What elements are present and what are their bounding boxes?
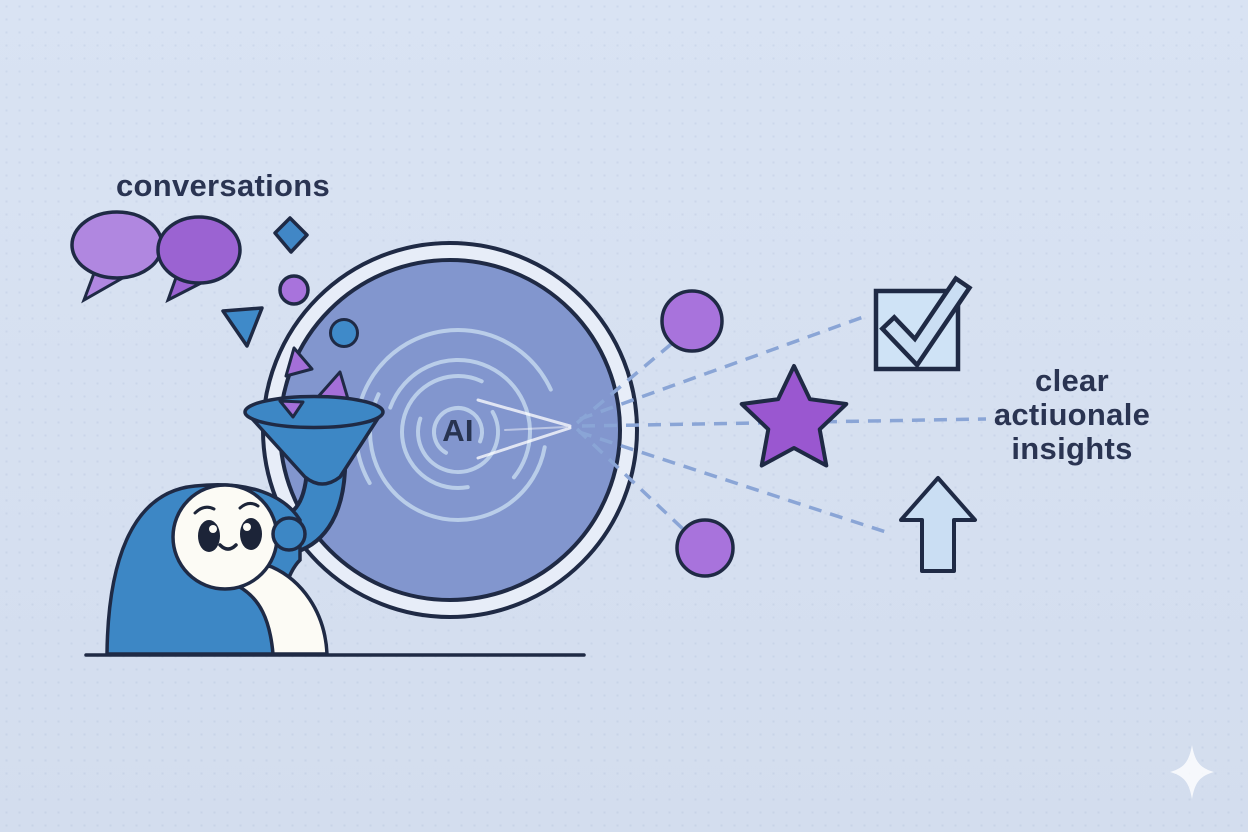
conversations-label: conversations: [115, 168, 331, 203]
insights-line-2: actiuonale: [993, 397, 1151, 432]
circle-shape-icon: [329, 318, 359, 348]
mascot-character: [105, 483, 329, 656]
mascot-hand: [271, 516, 307, 552]
ray-to-arrow: [578, 430, 893, 536]
insights-label: clear actiuonale insights: [953, 364, 1191, 466]
ray-to-check: [579, 314, 867, 421]
triangle-in-funnel: [278, 399, 305, 419]
check-square-icon: [873, 275, 973, 372]
up-arrow-icon: [899, 476, 977, 573]
triangle-shape-icon: [221, 306, 264, 348]
mascot-eyes: [198, 518, 262, 552]
mascot-eyebrow: [238, 501, 260, 510]
diamond-shape-icon: [273, 216, 309, 254]
mascot-smile: [218, 543, 238, 551]
speech-bubble-icon: [156, 215, 242, 304]
ray-to-bottom-circle: [575, 427, 702, 547]
ray-to-top-circle: [575, 328, 690, 425]
beam-lines: [476, 398, 572, 460]
insights-line-1: clear: [1035, 363, 1109, 398]
sparkle-icon: [1170, 745, 1214, 799]
ai-label: AI: [442, 413, 474, 448]
insight-circle-bottom: [675, 518, 735, 578]
insights-line-3: insights: [1011, 431, 1133, 466]
star-icon: [739, 364, 849, 468]
mascot-eyebrow: [193, 505, 216, 515]
circle-shape-icon: [278, 274, 310, 306]
insight-circle-top: [660, 289, 724, 353]
speech-bubble-icon: [70, 210, 164, 304]
